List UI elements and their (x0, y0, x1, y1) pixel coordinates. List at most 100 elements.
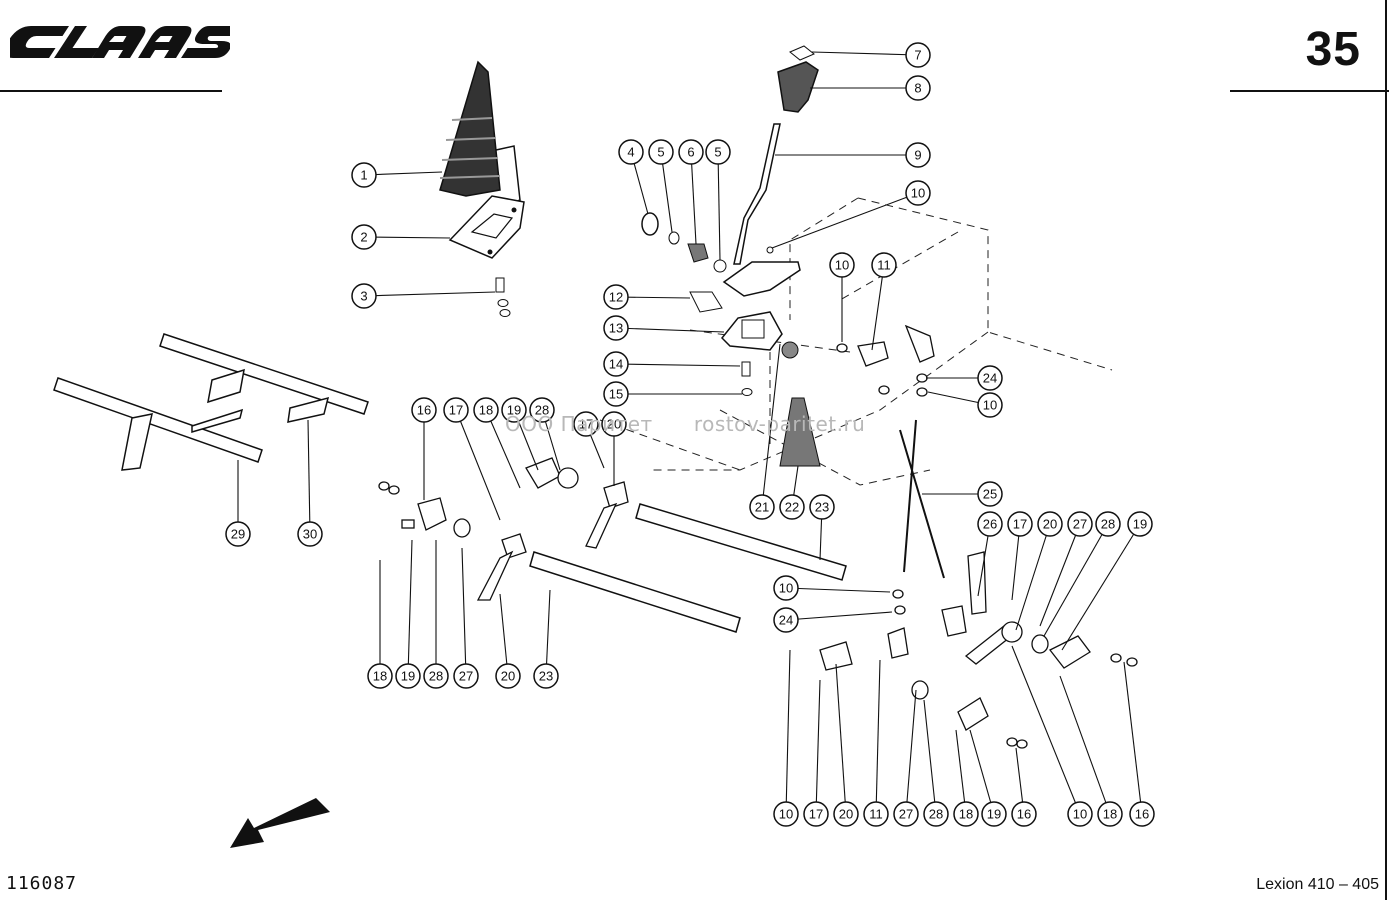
callout-10: 10 (1067, 801, 1093, 827)
callout-number: 11 (877, 258, 891, 273)
callout-number: 5 (714, 145, 721, 160)
gear-lever-assembly (722, 45, 819, 297)
callout-leader-line (1011, 645, 1081, 815)
document-number: 116087 (6, 873, 78, 894)
callout-circle (603, 351, 629, 377)
callout-number: 18 (373, 669, 387, 684)
direction-arrow (230, 798, 330, 848)
callout-11: 11 (871, 252, 897, 278)
callout-circle (603, 284, 629, 310)
callout-leader-line (660, 151, 673, 233)
callout-12: 12 (603, 284, 629, 310)
callout-10: 10 (773, 575, 799, 601)
callout-leader-line (363, 171, 443, 176)
callout-circle (1007, 511, 1033, 537)
callout-23: 23 (533, 663, 559, 689)
gear-lever-boot (439, 60, 521, 209)
callout-circle (905, 42, 931, 68)
callout-leader-line (455, 409, 501, 521)
callout-17: 17 (803, 801, 829, 827)
callout-leader-line (363, 236, 451, 239)
callout-number: 28 (1101, 517, 1115, 532)
callout-number: 4 (627, 145, 634, 160)
callout-circle (351, 224, 377, 250)
callout-circle (809, 494, 835, 520)
callout-27: 27 (453, 663, 479, 689)
left-linkage-cluster (378, 457, 629, 601)
callout-number: 30 (303, 527, 317, 542)
callout-number: 2 (360, 230, 367, 245)
callout-24: 24 (773, 607, 799, 633)
callout-circle (618, 139, 644, 165)
callout-circle (473, 397, 499, 423)
callout-circle (501, 397, 527, 423)
header-rule-left (0, 90, 222, 92)
callout-circle (603, 315, 629, 341)
callout-number: 10 (983, 398, 997, 413)
callout-circle (533, 663, 559, 689)
callout-11: 11 (863, 801, 889, 827)
callout-number: 18 (1103, 807, 1117, 822)
callout-18: 18 (1097, 801, 1123, 827)
callout-number: 24 (983, 371, 997, 386)
callout-circle (529, 397, 555, 423)
callout-circle (1067, 801, 1093, 827)
callout-28: 28 (529, 397, 555, 423)
callout-25: 25 (977, 481, 1003, 507)
callout-4: 4 (618, 139, 644, 165)
page-number: 35 (1305, 23, 1361, 76)
callout-number: 1 (360, 168, 367, 183)
callout-circle (773, 607, 799, 633)
callout-number: 29 (231, 527, 245, 542)
callout-circle (678, 139, 704, 165)
callout-number: 19 (507, 403, 521, 418)
callout-leader-line (1039, 523, 1081, 627)
callout-number: 3 (360, 289, 367, 304)
callout-19: 19 (981, 801, 1007, 827)
callout-number: 16 (1135, 807, 1149, 822)
callout-leader-line (1043, 523, 1109, 637)
callout-circle (977, 365, 1003, 391)
callout-circle (603, 381, 629, 407)
callout-23: 23 (809, 494, 835, 520)
watermark-url: rostov-paritet.ru (693, 412, 866, 436)
callout-number: 27 (1073, 517, 1087, 532)
callout-leader-line (815, 679, 821, 815)
plate-screw (495, 277, 511, 317)
callout-circle (803, 801, 829, 827)
callout-circle (773, 801, 799, 827)
callout-number: 27 (899, 807, 913, 822)
callout-leader-line (485, 409, 521, 489)
callout-circle (977, 392, 1003, 418)
callout-18: 18 (953, 801, 979, 827)
callout-circle (367, 663, 393, 689)
bearing-parts (641, 212, 727, 273)
callout-21: 21 (749, 494, 775, 520)
callout-circle (1037, 511, 1063, 537)
callout-17: 17 (573, 411, 599, 437)
callout-leader-line (835, 663, 847, 815)
callout-20: 20 (601, 411, 627, 437)
callout-leader-line (771, 192, 919, 249)
callout-leader-line (969, 729, 995, 815)
callout-27: 27 (893, 801, 919, 827)
callout-17: 17 (443, 397, 469, 423)
callout-circle (1097, 801, 1123, 827)
callout-number: 19 (1133, 517, 1147, 532)
callout-6: 6 (678, 139, 704, 165)
callout-number: 10 (1073, 807, 1087, 822)
callout-circle (453, 663, 479, 689)
callout-19: 19 (395, 663, 421, 689)
callout-number: 17 (449, 403, 463, 418)
callout-circle (1129, 801, 1155, 827)
callout-leader-line (307, 419, 311, 535)
callout-circle (705, 139, 731, 165)
callout-number: 28 (535, 403, 549, 418)
callout-number: 10 (911, 186, 925, 201)
callout-5: 5 (648, 139, 674, 165)
callout-leader-line (871, 264, 885, 351)
callout-circle (863, 801, 889, 827)
callout-circle (443, 397, 469, 423)
callout-circle (977, 481, 1003, 507)
callout-28: 28 (423, 663, 449, 689)
